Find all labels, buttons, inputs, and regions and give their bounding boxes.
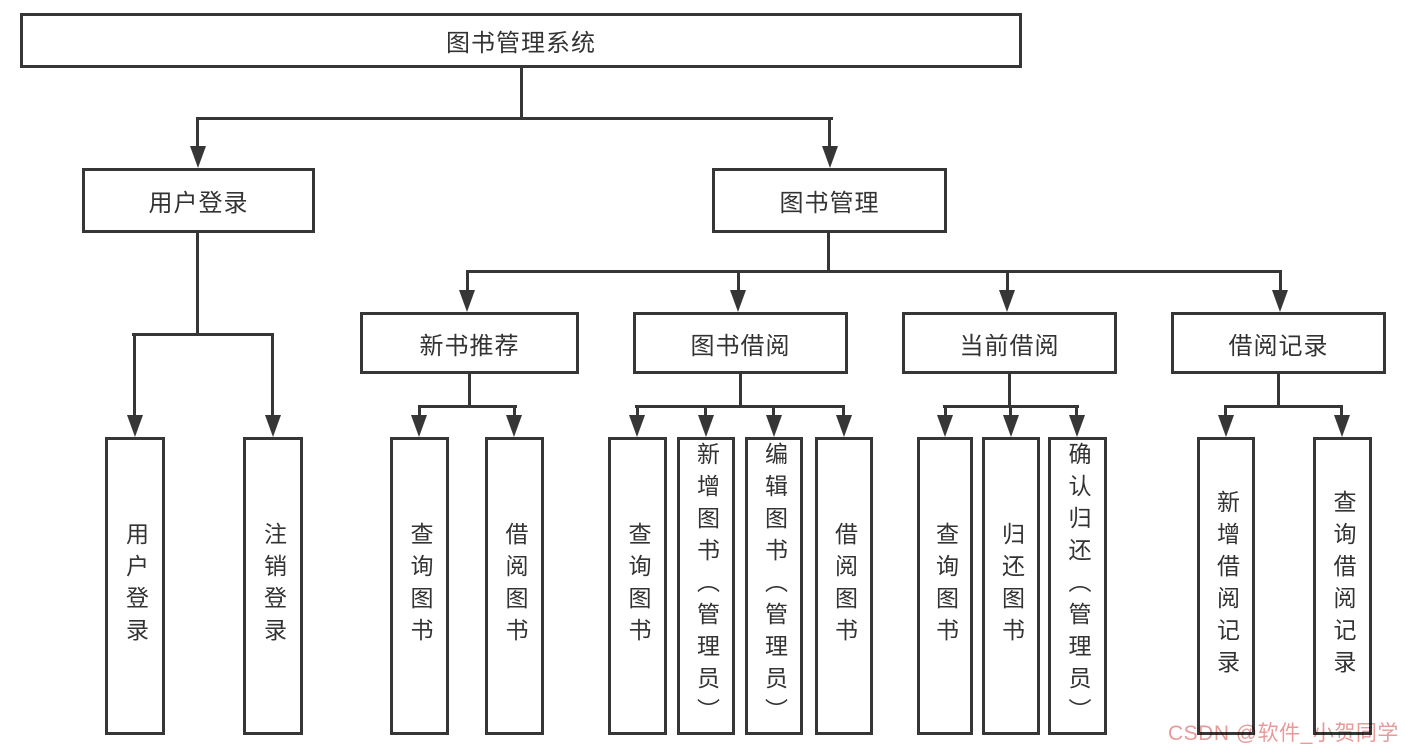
arrow-down-icon — [629, 415, 645, 437]
connector-line — [1279, 272, 1282, 291]
arrow-down-icon — [730, 290, 746, 312]
connector-line — [704, 407, 707, 417]
arrow-down-icon — [411, 415, 427, 437]
leaf-confirm-return-admin: 确认归还（管理员） — [1048, 437, 1107, 735]
connector-line — [1008, 372, 1011, 408]
connector-line — [636, 407, 639, 417]
leaf-current-query-books: 查询图书 — [917, 437, 973, 735]
leaf-return-books: 归还图书 — [982, 437, 1040, 735]
arrow-down-icon — [937, 415, 953, 437]
leaf-edit-books-admin: 编辑图书（管理员） — [745, 437, 803, 735]
node-current-borrow: 当前借阅 — [902, 312, 1117, 374]
leaf-add-books-admin: 新增图书（管理员） — [677, 437, 735, 735]
leaf-borrow-query-books: 查询图书 — [608, 437, 667, 735]
leaf-query-borrow-record: 查询借阅记录 — [1313, 437, 1372, 735]
connector-line — [418, 407, 421, 417]
connector-line — [739, 372, 742, 408]
connector-line — [943, 405, 1079, 408]
node-book-borrow: 图书借阅 — [633, 312, 848, 374]
connector-line — [1009, 407, 1012, 417]
leaf-borrow-books: 借阅图书 — [815, 437, 873, 735]
connector-line — [418, 405, 517, 408]
connector-line — [133, 335, 136, 416]
arrow-down-icon — [999, 290, 1015, 312]
connector-line — [466, 272, 469, 291]
connector-line — [132, 333, 274, 336]
arrow-down-icon — [1334, 415, 1350, 437]
connector-line — [944, 407, 947, 417]
connector-line — [513, 407, 516, 417]
leaf-user-login: 用户登录 — [105, 437, 165, 735]
connector-line — [1075, 407, 1078, 417]
connector-line — [196, 117, 833, 120]
connector-line — [466, 270, 1282, 273]
connector-line — [196, 119, 199, 147]
node-library-system: 图书管理系统 — [20, 13, 1022, 68]
leaf-recommend-borrow-books: 借阅图书 — [485, 437, 544, 735]
connector-line — [1224, 405, 1343, 408]
arrow-down-icon — [766, 415, 782, 437]
connector-line — [772, 407, 775, 417]
arrow-down-icon — [1272, 290, 1288, 312]
connector-line — [520, 66, 523, 119]
connector-line — [1340, 407, 1343, 417]
arrow-down-icon — [506, 415, 522, 437]
node-borrow-records: 借阅记录 — [1171, 312, 1386, 374]
node-book-management: 图书管理 — [712, 168, 947, 233]
connector-line — [196, 231, 199, 335]
connector-line — [827, 231, 830, 272]
connector-line — [635, 405, 845, 408]
node-user-login: 用户登录 — [82, 168, 315, 233]
connector-line — [842, 407, 845, 417]
connector-line — [737, 272, 740, 291]
arrow-down-icon — [698, 415, 714, 437]
leaf-add-borrow-record: 新增借阅记录 — [1197, 437, 1255, 735]
leaf-logout: 注销登录 — [243, 437, 303, 735]
connector-line — [1006, 272, 1009, 291]
arrow-down-icon — [1218, 415, 1234, 437]
connector-line — [468, 372, 471, 408]
connector-line — [1277, 372, 1280, 408]
arrow-down-icon — [1069, 415, 1085, 437]
connector-line — [271, 335, 274, 416]
arrow-down-icon — [190, 146, 206, 168]
arrow-down-icon — [459, 290, 475, 312]
node-new-book-recommend: 新书推荐 — [360, 312, 579, 374]
arrow-down-icon — [127, 415, 143, 437]
csdn-watermark: CSDN @软件_小贺同学 — [1168, 722, 1399, 745]
arrow-down-icon — [1003, 415, 1019, 437]
arrow-down-icon — [265, 415, 281, 437]
leaf-recommend-query-books: 查询图书 — [390, 437, 449, 735]
connector-line — [1224, 407, 1227, 417]
connector-line — [828, 119, 831, 147]
arrow-down-icon — [822, 146, 838, 168]
arrow-down-icon — [836, 415, 852, 437]
